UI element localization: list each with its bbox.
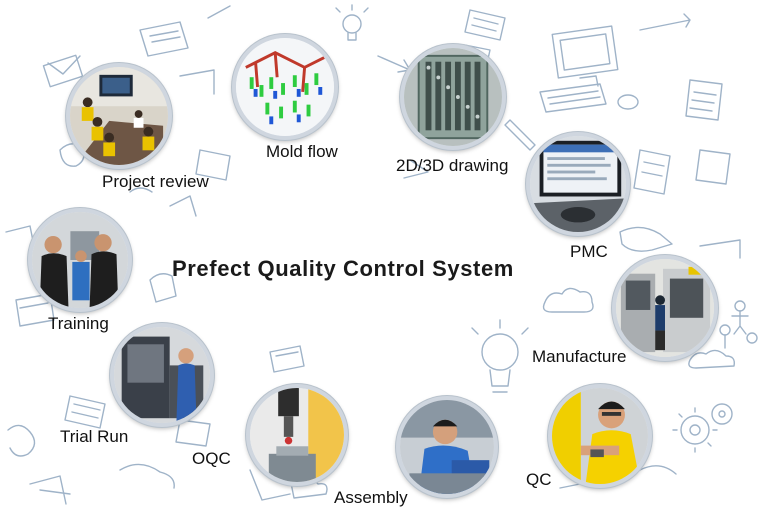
training-session-icon bbox=[32, 212, 128, 308]
meeting-photo-icon bbox=[70, 67, 168, 165]
drawing-photo bbox=[400, 44, 506, 150]
assembly-label: Assembly bbox=[334, 488, 408, 507]
pmc-label: PMC bbox=[570, 242, 608, 261]
manufacture-label: Manufacture bbox=[532, 347, 627, 366]
drawing-label: 2D/3D drawing bbox=[396, 156, 509, 175]
cad-drawing-icon bbox=[404, 48, 502, 146]
envelope-doodle bbox=[42, 54, 84, 88]
assembly-photo bbox=[396, 396, 498, 498]
project-review-label: Project review bbox=[102, 172, 209, 191]
oqc-label: OQC bbox=[192, 449, 231, 468]
mold-flow-simulation-icon bbox=[236, 38, 334, 136]
training-label: Training bbox=[48, 314, 109, 333]
diagram-title: Prefect Quality Control System bbox=[172, 256, 514, 281]
manufacture-photo bbox=[612, 255, 718, 361]
arrow-doodle bbox=[207, 5, 231, 19]
training-photo bbox=[28, 208, 132, 312]
computer-doodle bbox=[539, 25, 639, 113]
injection-machine-icon bbox=[114, 327, 210, 423]
mold-flow-photo bbox=[232, 34, 338, 140]
trial-run-photo bbox=[110, 323, 214, 427]
oqc-photo bbox=[246, 384, 348, 486]
measuring-probe-icon bbox=[250, 388, 344, 482]
notebook-doodle bbox=[139, 21, 189, 57]
idea-bulb-doodle bbox=[471, 319, 529, 393]
assembly-worker-icon bbox=[400, 400, 494, 494]
mold-flow-label: Mold flow bbox=[266, 142, 338, 161]
machining-center-icon bbox=[616, 259, 714, 357]
qc-photo bbox=[548, 384, 652, 488]
project-review-photo bbox=[66, 63, 172, 169]
gears-doodle bbox=[672, 403, 733, 453]
pmc-photo bbox=[526, 132, 630, 236]
lightbulb-doodle bbox=[335, 4, 369, 41]
trial-run-label: Trial Run bbox=[60, 427, 129, 446]
qc-label: QC bbox=[526, 470, 552, 489]
inspection-worker-icon bbox=[552, 388, 648, 484]
computer-screen-icon bbox=[530, 136, 626, 232]
